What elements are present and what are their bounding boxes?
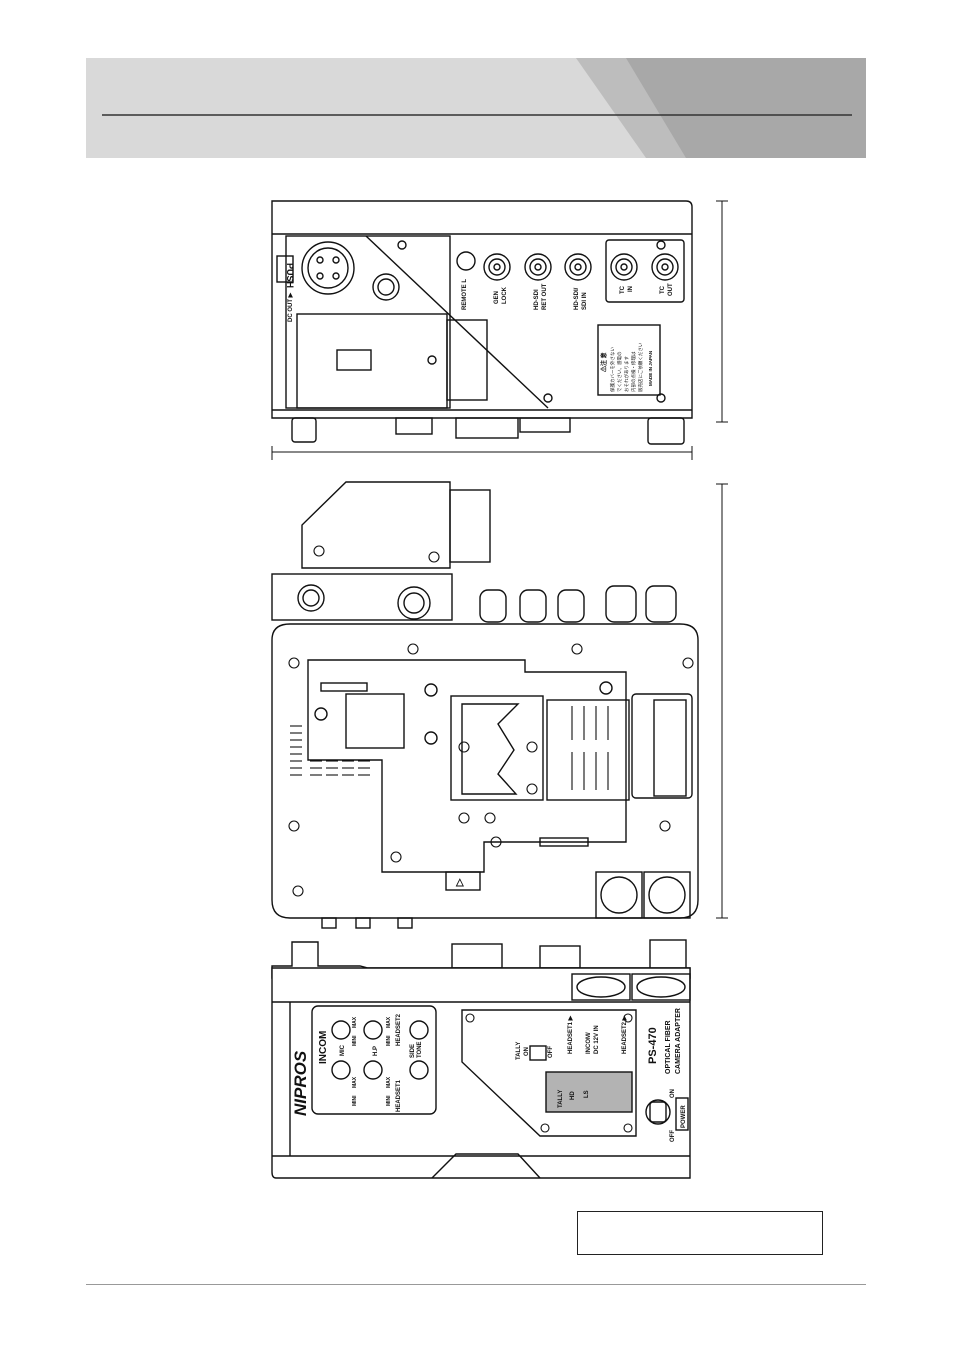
caution-line-1: 保護カバーを外さない: [609, 347, 616, 392]
screws: [288, 545, 694, 1133]
incom-dc-label-1: INCOM/: [586, 1032, 592, 1054]
headset1-knob-label: HEADSET1: [396, 1079, 402, 1112]
remote-label: REMOTE L: [462, 279, 468, 310]
max-label-1: MAX: [352, 1076, 358, 1088]
caution-title: ⚠注 意: [600, 352, 608, 372]
mini-label-2: MINI: [352, 1035, 358, 1046]
power-on-label: ON: [670, 1089, 676, 1098]
control-panel-view: [271, 939, 691, 1179]
side-tone-label-1: SIDE: [410, 1044, 416, 1058]
incom-label: INCOM: [318, 1031, 329, 1064]
max-label-4: MAX: [386, 1016, 392, 1028]
gen-lock-label-2: LOCK: [502, 286, 508, 304]
tc-out-label-2: OUT: [668, 283, 674, 296]
mic-label: MIC: [340, 1044, 346, 1056]
caution-line-5: 販売店にご依頼ください: [637, 342, 644, 392]
ret-out-label-2: RET OUT: [542, 283, 548, 310]
max-label-3: MAX: [386, 1076, 392, 1088]
caution-line-2: でください。感電の: [616, 351, 623, 392]
headset2-port-label: HEADSET2 ▶: [621, 1015, 628, 1054]
mini-label-1: MINI: [352, 1095, 358, 1106]
footer-rule: [86, 1284, 866, 1285]
header-band: [86, 58, 866, 158]
mini-label-4: MINI: [386, 1035, 392, 1046]
tally-led-label-3: LS: [584, 1090, 590, 1098]
made-in-label: MADE IN JAPAN: [648, 351, 653, 386]
knobs: [331, 1020, 429, 1080]
power-label: POWER: [681, 1105, 687, 1128]
power-off-label: OFF: [670, 1130, 676, 1142]
top-plate-view: [271, 481, 699, 929]
tc-in-label-1: TC: [620, 285, 626, 294]
tally-label: TALLY: [516, 1042, 522, 1060]
tally-led-label-1: TALLY: [558, 1090, 564, 1108]
model-desc-2: CAMERA ADAPTER: [675, 1008, 682, 1074]
tally-off-label: OFF: [548, 1046, 554, 1058]
tc-in-label-2: IN: [628, 286, 634, 292]
caution-line-3: おそれがあります: [623, 356, 630, 392]
tally-on-label: ON: [524, 1047, 530, 1056]
rear-panel-view: [271, 200, 693, 445]
sdi-in-label-2: SDI IN: [582, 292, 588, 310]
dc-out-label: DC OUT ▶: [287, 292, 294, 322]
dimension-box: [577, 1211, 823, 1255]
headset2-knob-label: HEADSET2: [396, 1013, 402, 1046]
max-label-2: MAX: [352, 1016, 358, 1028]
caution-line-4: 内部の点検・修理は: [630, 351, 637, 392]
headset1-port-label: HEADSET1 ▶: [567, 1015, 574, 1054]
ret-out-label-1: HD-SDI: [534, 289, 540, 310]
sdi-in-label-1: HD-SDI/: [574, 287, 580, 310]
open-mark: △: [455, 877, 464, 888]
model-label: PS-470: [647, 1027, 659, 1064]
tally-led-label-2: HD: [570, 1091, 576, 1100]
mini-label-3: MINI: [386, 1095, 392, 1106]
hp-label: H.P: [373, 1046, 379, 1056]
gen-lock-label-1: GEN: [494, 291, 500, 304]
tc-out-label-1: TC: [660, 285, 666, 294]
push-label: PUSH: [285, 263, 295, 288]
brand-logo: NIPROS: [291, 1050, 310, 1116]
model-desc-1: OPTICAL FIBER: [665, 1020, 672, 1074]
incom-dc-label-2: DC 12V IN: [594, 1025, 600, 1054]
side-tone-label-2: TONE: [417, 1041, 423, 1058]
